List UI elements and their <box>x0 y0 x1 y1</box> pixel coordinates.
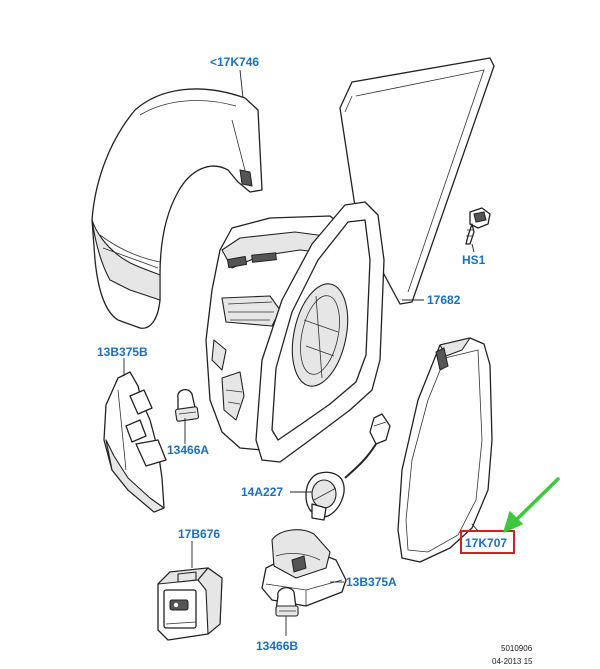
bulb-a-part <box>174 388 200 422</box>
mirror-cap-part <box>91 88 263 329</box>
label-screw-hs1: HS1 <box>462 253 486 267</box>
label-wiring-harness: 14A227 <box>241 485 283 499</box>
label-mirror-cap: <17K746 <box>210 55 259 69</box>
diagram-date: 04-2013 15 <box>492 657 533 666</box>
label-mirror-backing: 17682 <box>427 293 461 307</box>
leader-cap <box>239 69 244 99</box>
lamp-bezel-upper-part <box>103 371 167 513</box>
label-bulb-a: 13466A <box>167 443 209 457</box>
highlight-box <box>460 530 515 554</box>
mirror-glass-part <box>397 337 493 563</box>
label-mirror-glass: 17K707 <box>465 536 507 550</box>
switch-part <box>157 567 223 641</box>
screw-hs1-part <box>465 207 491 245</box>
label-bezel-lower: 13B375A <box>346 575 397 589</box>
wiring-harness-part <box>305 413 391 521</box>
label-bulb-b: 13466B <box>256 639 298 653</box>
leader-lines <box>123 69 475 636</box>
leader-hs1 <box>471 243 475 253</box>
bulb-b-part <box>275 586 299 617</box>
mirror-frame-part <box>255 201 385 463</box>
label-bezel-upper: 13B375B <box>97 345 148 359</box>
green-arrow-icon <box>503 477 560 533</box>
label-switch: 17B676 <box>178 527 220 541</box>
leader-glass <box>471 523 479 532</box>
lamp-bezel-lower-part <box>261 529 347 607</box>
diagram-code: 5010906 <box>501 644 533 653</box>
